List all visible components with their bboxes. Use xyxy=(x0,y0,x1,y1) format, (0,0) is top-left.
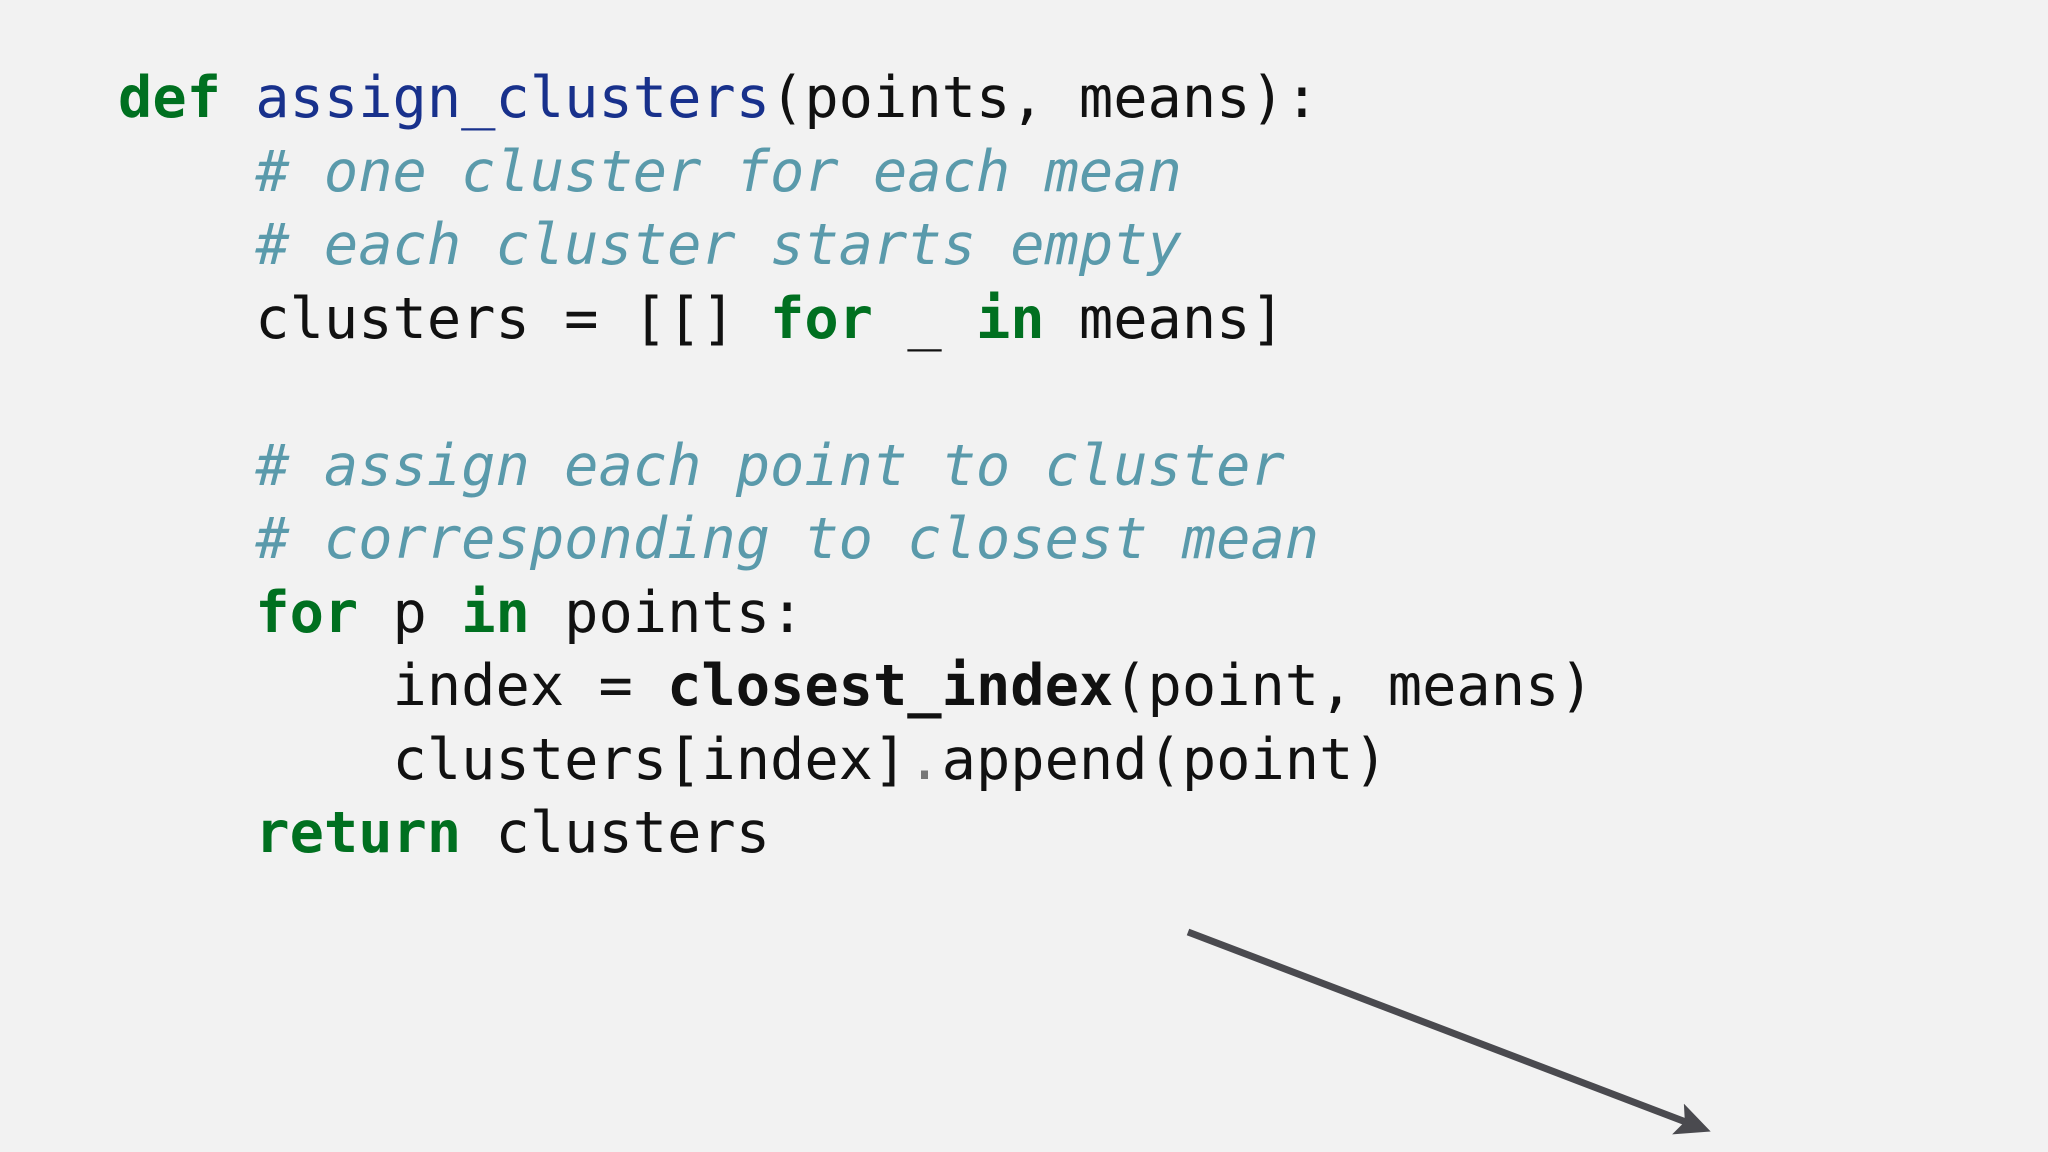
code-indent xyxy=(118,653,393,719)
pointer-arrow xyxy=(1186,928,1711,1135)
code-token-plain: (points, means): xyxy=(770,65,1320,131)
code-indent xyxy=(118,727,393,793)
code-token-kw: for xyxy=(770,285,873,352)
code-indent xyxy=(118,580,255,646)
code-indent xyxy=(118,139,255,205)
code-token-plain: index = xyxy=(392,653,668,719)
code-indent xyxy=(118,506,255,572)
code-token-plain xyxy=(221,65,255,131)
code-token-plain xyxy=(118,359,152,425)
line-clusters-init: clusters = [[] for _ in means] xyxy=(118,283,1594,357)
line-def: def assign_clusters(points, means): xyxy=(118,62,1594,136)
code-token-plain: means] xyxy=(1044,285,1285,352)
code-indent xyxy=(118,212,255,278)
line-return: return clusters xyxy=(118,797,1594,871)
code-token-plain: clusters xyxy=(461,800,771,866)
code-token-kw: def xyxy=(118,65,221,131)
code-token-plain: append(point) xyxy=(941,726,1388,793)
line-comment-one-cluster: # one cluster for each mean xyxy=(118,136,1594,210)
code-token-dot: . xyxy=(907,726,942,793)
line-blank xyxy=(118,356,1594,430)
line-comment-assign-each: # assign each point to cluster xyxy=(118,430,1594,504)
line-comment-each-cluster: # each cluster starts empty xyxy=(118,209,1594,283)
code-token-kw: return xyxy=(255,800,462,866)
code-token-bold-name: closest_index xyxy=(667,653,1114,719)
code-token-comment: # assign each point to cluster xyxy=(255,432,1285,499)
code-token-comment: # one cluster for each mean xyxy=(255,138,1182,205)
code-indent xyxy=(118,286,255,352)
code-indent xyxy=(118,433,255,499)
code-token-kw: in xyxy=(975,285,1045,352)
code-token-kw: in xyxy=(461,579,530,646)
line-comment-corresponding: # corresponding to closest mean xyxy=(118,503,1594,577)
code-token-kw: for xyxy=(255,579,359,646)
code-token-plain: (point, means) xyxy=(1113,653,1594,719)
code-token-def-name: assign_clusters xyxy=(255,65,771,131)
code-token-plain: points: xyxy=(529,579,805,646)
code-indent xyxy=(118,800,255,866)
line-append: clusters[index].append(point) xyxy=(118,724,1594,798)
line-index-assign: index = closest_index(point, means) xyxy=(118,650,1594,724)
code-token-comment: # each cluster starts empty xyxy=(255,212,1182,278)
code-token-plain: clusters[index] xyxy=(392,726,908,793)
code-token-plain: _ xyxy=(873,285,976,352)
code-token-comment: # corresponding to closest mean xyxy=(255,506,1320,572)
python-code-block: def assign_clusters(points, means): # on… xyxy=(118,62,1594,871)
code-token-plain: p xyxy=(358,579,462,646)
code-token-plain: clusters = [[] xyxy=(255,285,771,352)
line-for-p: for p in points: xyxy=(118,577,1594,651)
